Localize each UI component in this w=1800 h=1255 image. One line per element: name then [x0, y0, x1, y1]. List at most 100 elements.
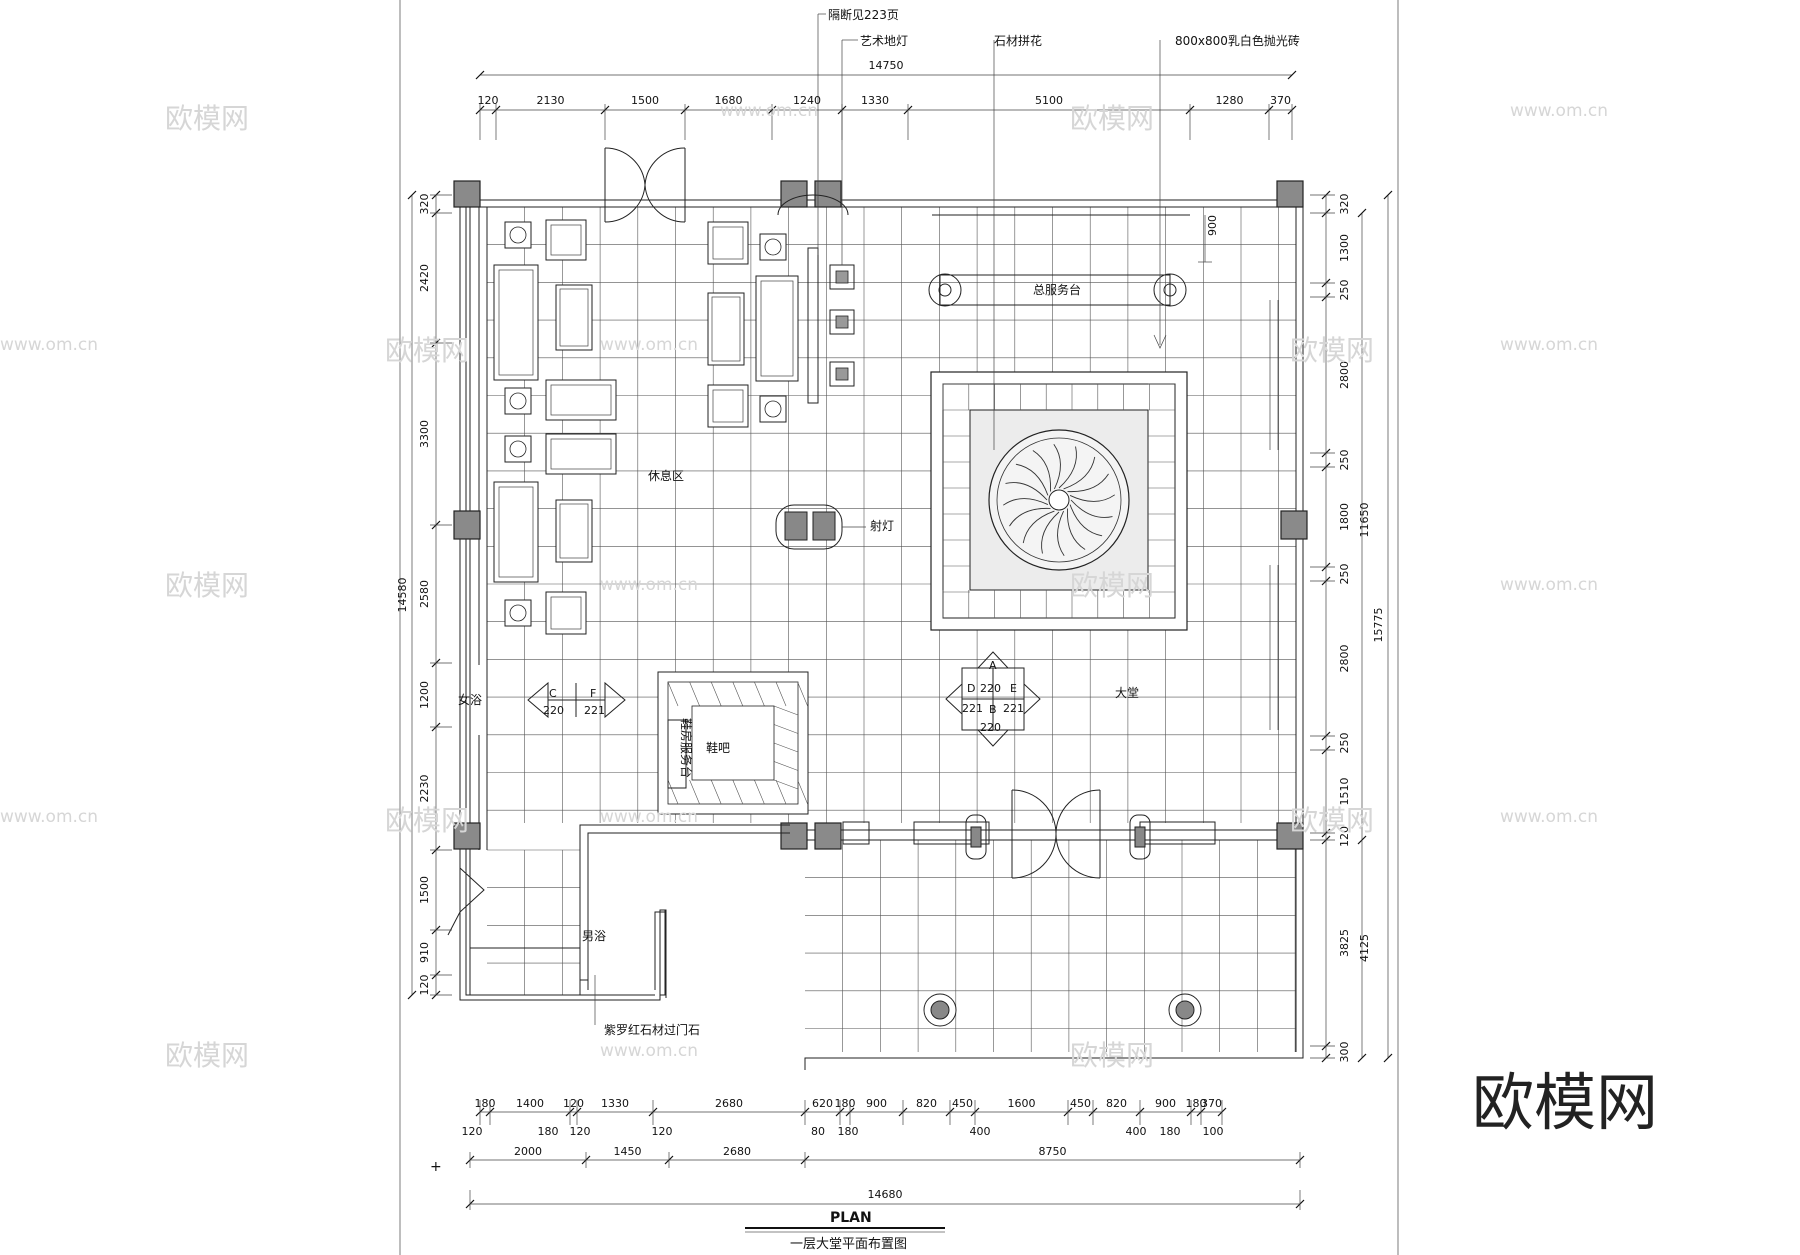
coffee-table-inner	[559, 503, 589, 559]
shelf	[797, 681, 808, 707]
sofa-long	[755, 275, 799, 382]
side-table	[504, 435, 532, 463]
sofa-long-cushion	[498, 486, 534, 578]
sheet-frame	[399, 0, 1399, 1255]
callout-floor-lamp: 艺术地灯	[860, 34, 908, 48]
room-labels: 休息区 大堂 女浴 男浴 紫罗红石材过门石	[458, 468, 1139, 1037]
column	[814, 822, 842, 850]
dim-bottom1-label: 180	[835, 1097, 856, 1110]
shelf	[773, 779, 799, 790]
lobby-fixtures	[842, 814, 1216, 1027]
dim-bottom1-sub: 120	[570, 1125, 591, 1138]
dim-bottom1-label: 1400	[516, 1097, 544, 1110]
marker-f: F	[590, 687, 596, 700]
watermark-text: www.om.cn	[600, 335, 698, 355]
shelf	[710, 779, 722, 805]
spotlight-label: 射灯	[870, 518, 894, 533]
armchair	[707, 221, 749, 265]
watermark-text: www.om.cn	[600, 1041, 698, 1061]
shelf	[773, 724, 799, 734]
shelf	[667, 779, 679, 805]
shelf	[732, 681, 744, 707]
shelf	[732, 779, 744, 805]
dim-bottom1-label: 620	[812, 1097, 833, 1110]
column	[453, 822, 481, 850]
shelf	[775, 779, 787, 805]
dim-right-label: 320	[1338, 194, 1351, 215]
dim-right-label: 3825	[1338, 929, 1351, 957]
swirl-petal	[1053, 443, 1061, 490]
table-lamp	[509, 392, 527, 410]
dim-900: 900	[1206, 215, 1219, 236]
callout-stone-inlay: 石材拼花	[994, 33, 1042, 48]
dim-top-label: 2130	[537, 94, 565, 107]
dim-bottom-total: 14680	[868, 1188, 903, 1201]
swirl-petal	[1041, 511, 1060, 554]
dim-left-label: 2420	[418, 264, 431, 292]
marker-f-num: 221	[584, 704, 605, 717]
shelf	[667, 681, 679, 707]
column	[453, 510, 481, 540]
watermark-text: 欧模网	[385, 334, 469, 367]
front-desk-label: 总服务台	[1033, 282, 1081, 297]
brand-logo: 欧模网	[1472, 1066, 1658, 1139]
swirl-petal	[1058, 446, 1077, 489]
dim-bottom1-label: 180	[1186, 1097, 1207, 1110]
dim-bottom1-sub: 400	[970, 1125, 991, 1138]
lounge-label: 休息区	[648, 468, 684, 483]
shoe-bar-label: 鞋吧	[706, 740, 730, 755]
marker-e: E	[1010, 682, 1017, 695]
swirl-petal	[1005, 482, 1048, 501]
shelf	[773, 742, 799, 753]
callout-partition: 隔断见223页	[828, 7, 899, 22]
marker-a: A	[989, 659, 997, 672]
watermark-text: www.om.cn	[600, 575, 698, 595]
dim-tick	[1357, 208, 1367, 218]
dim-top-label: 370	[1270, 94, 1291, 107]
watermark-text: www.om.cn	[1500, 575, 1598, 595]
dim-tick	[407, 990, 417, 1000]
mens-bath-label: 男浴	[582, 929, 606, 943]
watermark-text: 欧模网	[385, 804, 469, 837]
table-lamp	[509, 604, 527, 622]
medallion-border-tiles	[942, 383, 1175, 618]
swirl-petal	[1069, 504, 1103, 537]
dim-right-label: 250	[1338, 733, 1351, 754]
shoe-bar: 鞋房服务台 鞋吧	[657, 671, 809, 815]
dim-bottom1-label: 1330	[601, 1097, 629, 1110]
table-lamp	[764, 238, 782, 256]
dim-right-label: 2800	[1338, 361, 1351, 389]
threshold-label: 紫罗红石材过门石	[604, 1022, 700, 1037]
dim-bottom1-label: 900	[866, 1097, 887, 1110]
watermark-text: 欧模网	[1290, 334, 1374, 367]
coffee-table-inner	[711, 296, 741, 362]
side-table	[504, 221, 532, 249]
marker-bottom-num: 220	[980, 721, 1001, 734]
dim-right-label: 250	[1338, 564, 1351, 585]
armchair-cushion	[712, 226, 744, 260]
dim-bottom1-label: 450	[952, 1097, 973, 1110]
swirl-petal	[1070, 499, 1113, 518]
sofa-long-cushion	[760, 280, 794, 377]
dim-bottom1-label: 2680	[715, 1097, 743, 1110]
sofa-long	[493, 481, 539, 583]
loveseat	[545, 379, 617, 421]
art-floor-lamps	[777, 194, 855, 387]
marker-right-num: 221	[1003, 702, 1024, 715]
shelf	[689, 779, 700, 805]
section-marker-left: C F 220 221	[527, 681, 626, 719]
swirl-petal	[1057, 510, 1065, 557]
marker-top-num: 220	[980, 682, 1001, 695]
shelf	[797, 779, 808, 805]
shelf	[775, 681, 787, 707]
watermark-text: 欧模网	[165, 102, 249, 135]
drawing-title: PLAN 一层大堂平面布置图 +	[430, 1159, 945, 1252]
dim-bottom1-label: 370	[1201, 1097, 1222, 1110]
dim-top-label: 1330	[861, 94, 889, 107]
dim-bottom2-label: 2000	[514, 1145, 542, 1158]
sofa-long	[493, 264, 539, 381]
swirl-petal	[1032, 450, 1052, 492]
dim-bottom1-sub: 80	[811, 1125, 825, 1138]
dim-right-total-a: 11650	[1358, 503, 1371, 538]
